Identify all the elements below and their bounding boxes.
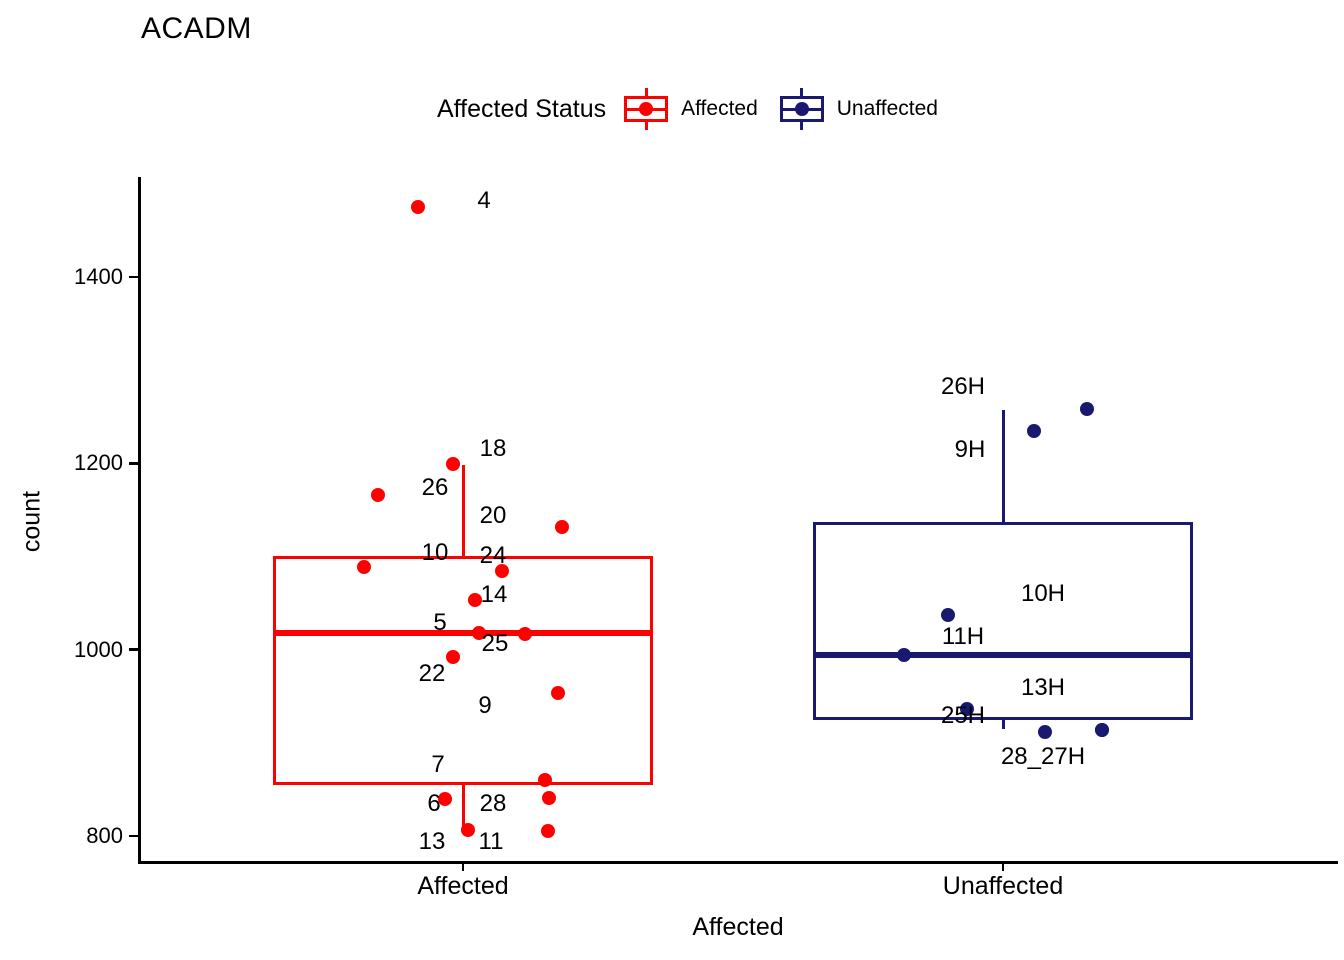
y-tick-mark (129, 834, 138, 838)
boxplot-key-icon (779, 88, 824, 130)
point-label: 24 (479, 542, 507, 569)
legend-title: Affected Status (437, 94, 607, 123)
jitter-dot (468, 593, 482, 608)
median-line (273, 629, 653, 636)
point-label: 26H (940, 373, 986, 400)
point-label: 9H (954, 436, 986, 463)
point-label: 22 (418, 660, 446, 687)
whisker-lower (461, 784, 465, 831)
key-dot (639, 102, 654, 116)
x-axis-title: Affected (692, 913, 784, 941)
boxplot-key-icon (624, 88, 669, 130)
whisker-upper (461, 465, 465, 557)
point-label: 9 (478, 692, 492, 719)
point-label: 4 (477, 187, 491, 214)
jitter-dot (461, 823, 475, 838)
point-label: 26 (421, 474, 449, 501)
jitter-dot (472, 625, 486, 640)
point-label: 6 (427, 790, 441, 817)
key-tick-bottom (800, 122, 804, 130)
key-tick-top (800, 88, 804, 96)
jitter-dot (438, 791, 452, 806)
point-label: 11H (941, 623, 985, 650)
y-tick-mark (129, 275, 138, 279)
jitter-dot (411, 200, 425, 215)
jitter-dot (542, 790, 556, 805)
jitter-dot (495, 564, 509, 579)
x-tick-label: Affected (417, 872, 509, 900)
point-label: 18 (479, 435, 507, 462)
jitter-dot (538, 773, 552, 788)
jitter-dot (555, 519, 569, 534)
whisker-lower (1001, 720, 1005, 729)
jitter-dot (371, 487, 385, 502)
x-axis-line (138, 861, 1338, 864)
y-tick-label: 1200 (74, 450, 123, 476)
x-tick-mark (461, 863, 465, 871)
point-label: 13 (418, 828, 446, 855)
key-tick-bottom (644, 122, 648, 130)
point-label: 10 (421, 539, 449, 566)
chart-title: ACADM (141, 12, 252, 45)
x-tick-mark (1001, 863, 1005, 871)
x-tick-label: Unaffected (942, 872, 1064, 900)
jitter-dot (357, 559, 371, 574)
point-label: 25 (481, 630, 509, 657)
point-label: 5 (433, 609, 447, 636)
y-tick-mark (129, 648, 138, 651)
jitter-dot (897, 648, 911, 663)
jitter-dot (446, 457, 460, 472)
whisker-upper (1001, 410, 1005, 522)
box-unaffected (813, 522, 1193, 721)
legend: Affected Status Affected Unaffected (437, 87, 960, 131)
legend-item-label: Unaffected (836, 97, 938, 120)
jitter-dot (551, 685, 565, 700)
point-label: 25H (940, 702, 986, 729)
point-label: 28_27H (1000, 743, 1086, 770)
box-affected (273, 556, 653, 785)
point-label: 14 (480, 581, 508, 608)
median-line (813, 652, 1193, 659)
y-tick-label: 800 (86, 823, 123, 848)
jitter-dot (1080, 402, 1094, 417)
jitter-dot (1027, 423, 1041, 438)
key-tick-top (644, 88, 648, 96)
point-label: 10H (1020, 580, 1066, 607)
key-dot (794, 102, 809, 116)
legend-item-affected: Affected (624, 88, 758, 130)
jitter-dot (1038, 724, 1052, 739)
y-tick-label: 1000 (74, 636, 123, 662)
y-tick-mark (129, 462, 138, 465)
point-label: 20 (479, 502, 507, 529)
point-label: 13H (1020, 674, 1066, 701)
jitter-dot (518, 626, 532, 641)
jitter-dot (941, 608, 955, 623)
jitter-dot (446, 650, 460, 665)
point-label: 7 (431, 751, 445, 778)
point-label: 11 (478, 828, 504, 855)
y-axis-line (138, 177, 141, 863)
jitter-dot (541, 824, 555, 839)
legend-item-unaffected: Unaffected (779, 88, 938, 130)
y-tick-label: 1400 (74, 263, 123, 289)
jitter-dot (960, 702, 974, 717)
legend-item-label: Affected (681, 97, 758, 120)
jitter-dot (1095, 722, 1109, 737)
point-label: 28 (479, 790, 507, 817)
